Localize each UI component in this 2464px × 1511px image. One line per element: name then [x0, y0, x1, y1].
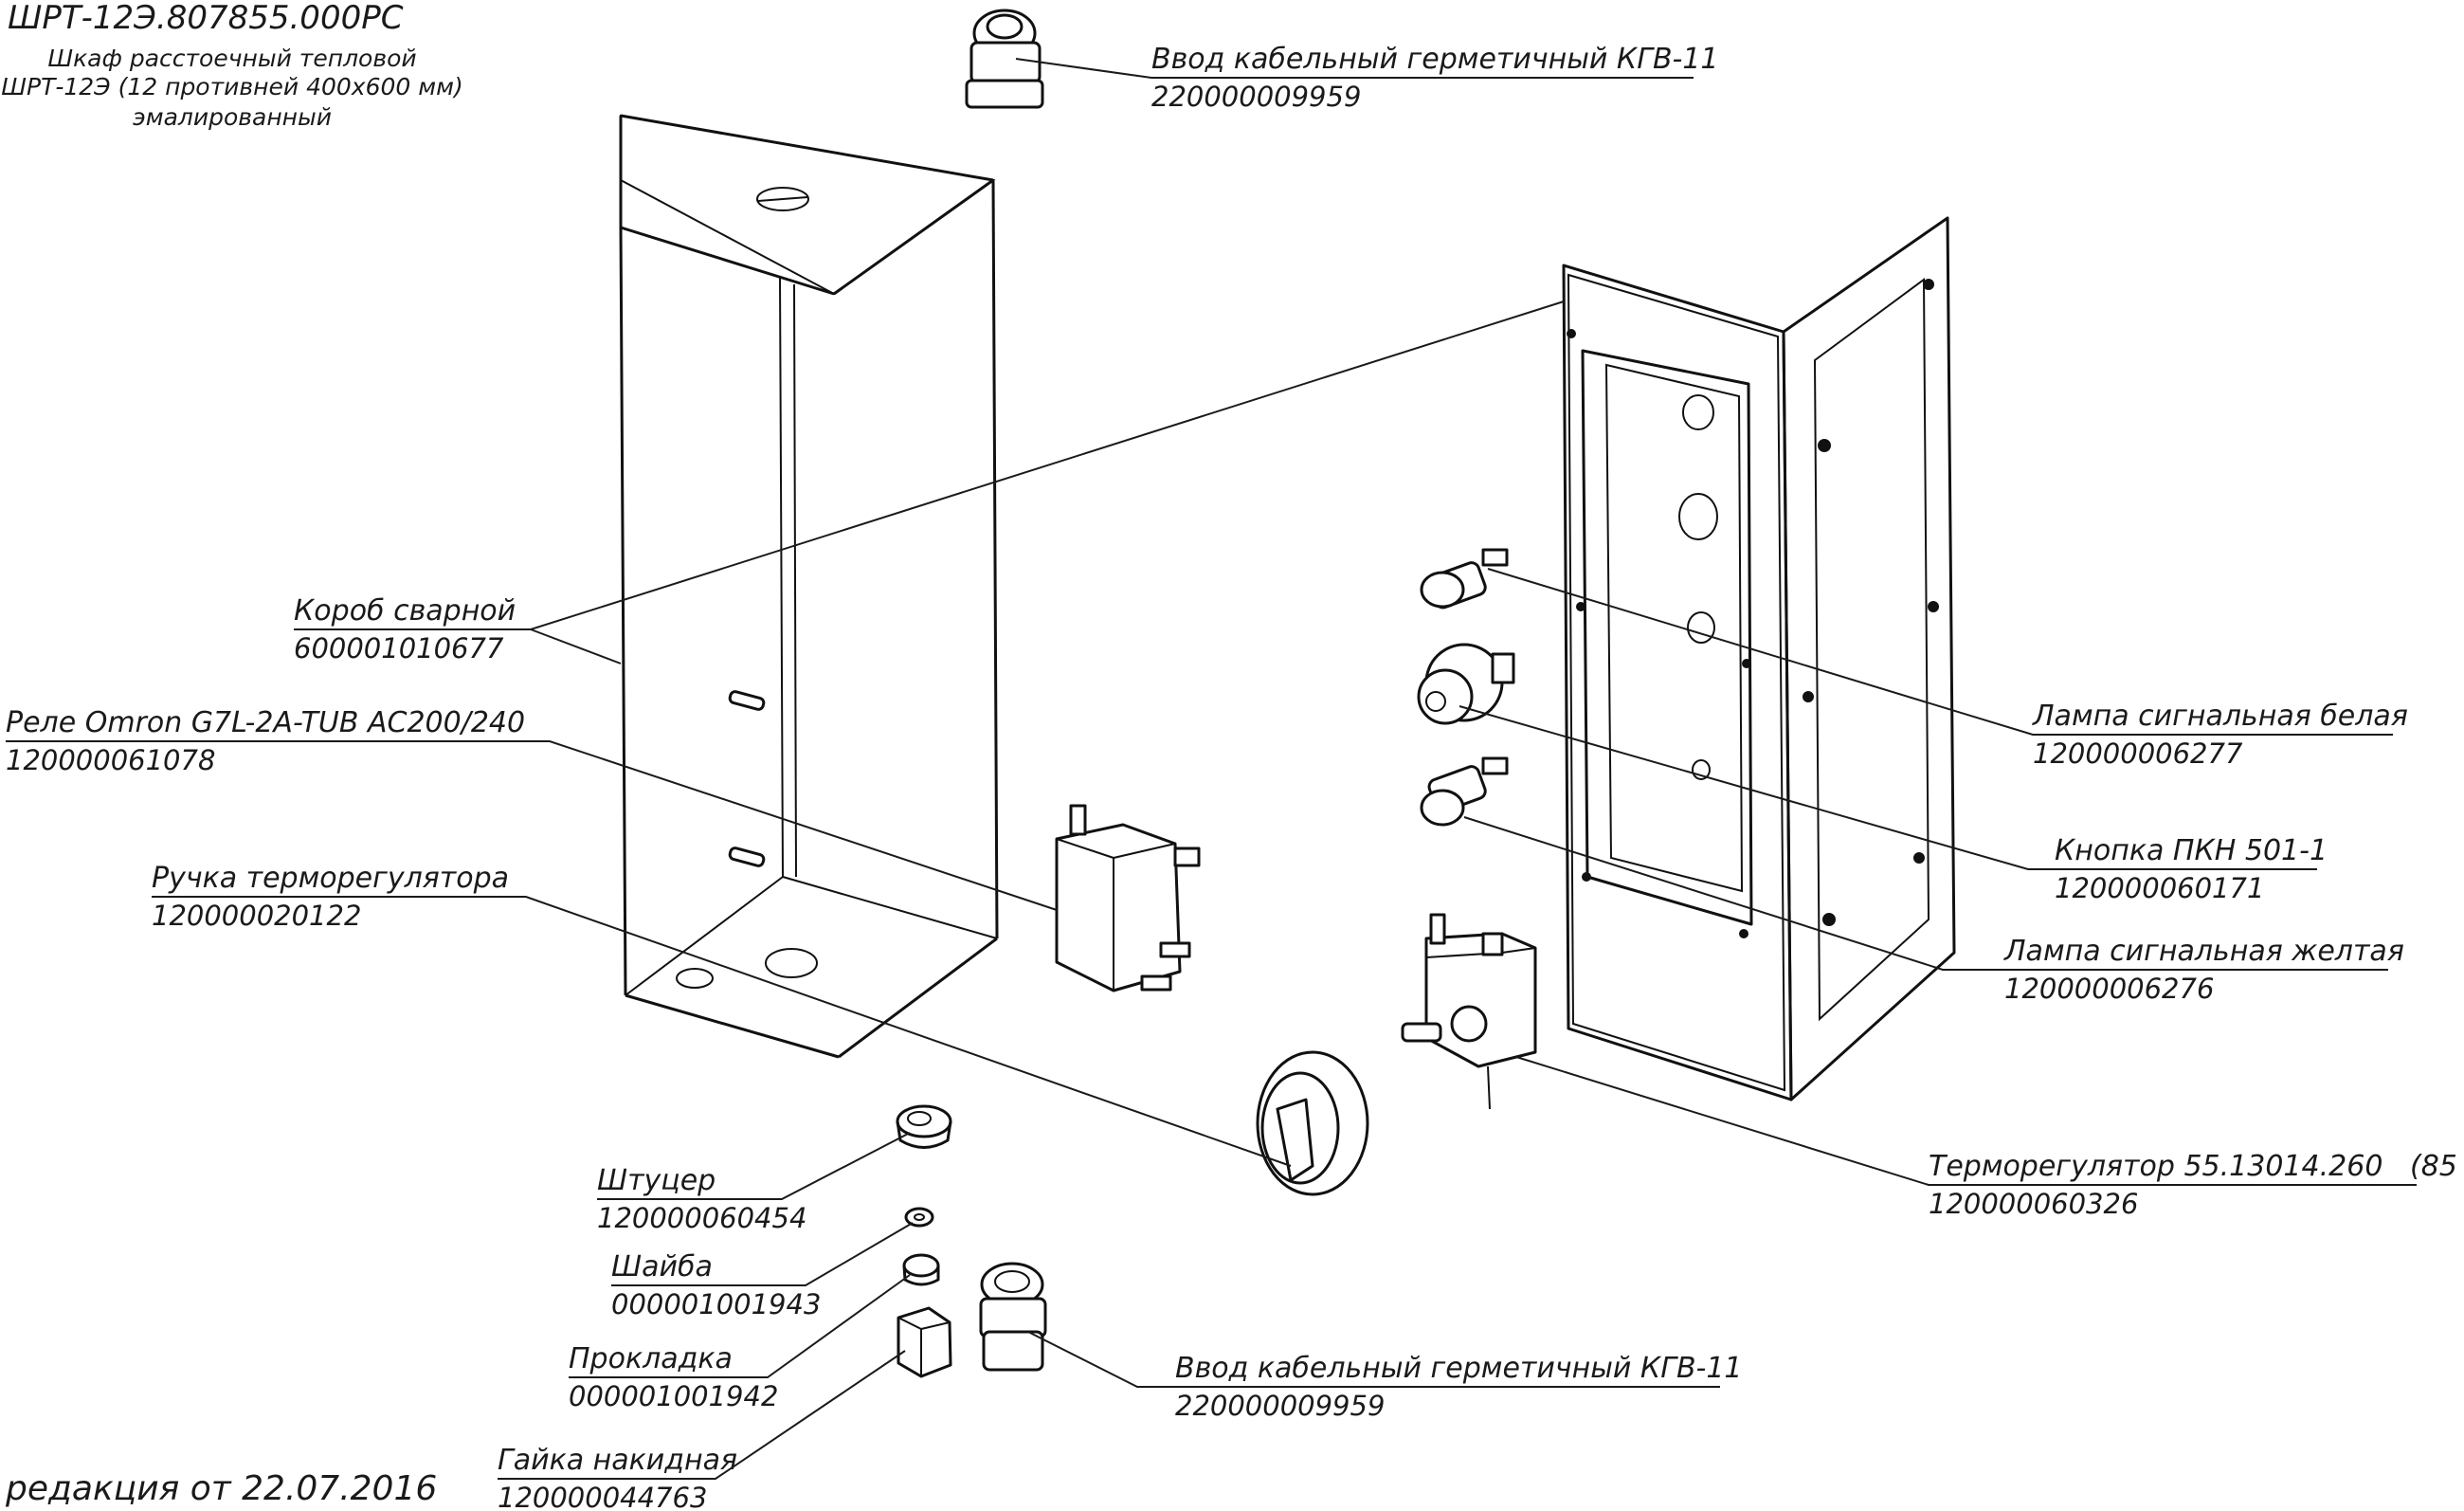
union-nut-part	[897, 1306, 952, 1378]
callout-lamp-white-name: Лампа сигнальная белая	[2032, 700, 2408, 733]
control-panel-part	[1562, 216, 1956, 1101]
button-part	[1417, 643, 1515, 725]
revision-note: редакция от 22.07.2016	[5, 1469, 437, 1508]
callout-nut-name: Гайка накидная	[498, 1444, 737, 1477]
callout-button-name: Кнопка ПКН 501-1	[2055, 834, 2328, 867]
relay-part	[1055, 804, 1201, 992]
thermostat-knob-part	[1256, 1050, 1369, 1196]
callout-lamp-yellow: Лампа сигнальная желтая 120000006276	[2003, 935, 2404, 1005]
callout-gasket-name: Прокладка	[569, 1342, 733, 1375]
callout-knob-code: 120000020122	[152, 900, 361, 932]
callout-box-code: 600001010677	[294, 632, 504, 664]
welded-box-part	[619, 114, 999, 1059]
callout-lamp-white: Лампа сигнальная белая 120000006277	[2032, 700, 2408, 770]
callout-cable-top-name: Ввод кабельный герметичный КГВ-11	[1151, 43, 1719, 76]
callout-relay: Реле Omron G7L-2A-TUB AC200/240 12000006…	[6, 706, 525, 776]
callout-gasket-code: 000001001942	[569, 1380, 778, 1412]
callout-box-name: Короб сварной	[294, 594, 516, 628]
callout-lamp-white-code: 120000006277	[2033, 737, 2243, 770]
callout-gasket: Прокладка 000001001942	[569, 1342, 778, 1412]
callout-cable-bottom-name: Ввод кабельный герметичный КГВ-11	[1175, 1352, 1743, 1385]
callout-cable-bottom: Ввод кабельный герметичный КГВ-11 220000…	[1175, 1352, 1743, 1422]
title-line-1: Шкаф расстоечный тепловой	[47, 45, 416, 72]
callout-thermostat-name: Терморегулятор 55.13014.260 (85 С)	[1929, 1150, 2464, 1183]
gasket-part	[902, 1253, 940, 1286]
callout-knob-name: Ручка терморегулятора	[152, 862, 509, 895]
callout-box: Короб сварной 600001010677	[294, 594, 516, 664]
callout-thermostat: Терморегулятор 55.13014.260 (85 С) 12000…	[1929, 1150, 2464, 1220]
callout-washer: Шайба 000001001943	[611, 1250, 821, 1320]
callout-cable-top-code: 220000009959	[1151, 81, 1361, 113]
callout-button-code: 120000060171	[2055, 872, 2264, 904]
callout-fitting-name: Штуцер	[597, 1164, 716, 1197]
washer-part	[904, 1207, 934, 1228]
title-line-3: эмалированный	[133, 103, 332, 131]
doc-code: ШРТ-12Э.807855.000РС	[8, 0, 404, 37]
callout-lamp-yellow-name: Лампа сигнальная желтая	[2003, 935, 2404, 968]
callout-relay-code: 120000061078	[6, 744, 215, 776]
cable-gland-top-part	[965, 9, 1044, 109]
callout-fitting: Штуцер 120000060454	[597, 1164, 806, 1234]
callout-button: Кнопка ПКН 501-1 120000060171	[2055, 834, 2328, 904]
lamp-white-part	[1420, 548, 1509, 610]
thermostat-part	[1401, 913, 1537, 1110]
callout-nut: Гайка накидная 120000044763	[498, 1444, 737, 1511]
lamp-yellow-part	[1420, 756, 1509, 827]
callout-knob: Ручка терморегулятора 120000020122	[152, 862, 509, 932]
cable-gland-bottom-part	[979, 1262, 1047, 1372]
callout-fitting-code: 120000060454	[597, 1202, 806, 1234]
leader-lines	[6, 58, 2417, 1480]
callout-nut-code: 120000044763	[498, 1482, 707, 1511]
callout-washer-code: 000001001943	[611, 1288, 821, 1320]
callout-cable-top: Ввод кабельный герметичный КГВ-11 220000…	[1151, 43, 1719, 113]
callout-washer-name: Шайба	[611, 1250, 713, 1283]
fitting-part	[896, 1104, 952, 1149]
callout-relay-name: Реле Omron G7L-2A-TUB AC200/240	[6, 706, 525, 739]
title-block: ШРТ-12Э.807855.000РС Шкаф расстоечный те…	[1, 0, 462, 131]
title-line-2: ШРТ-12Э (12 противней 400х600 мм)	[1, 73, 462, 100]
callout-cable-bottom-code: 220000009959	[1175, 1390, 1385, 1422]
callout-thermostat-code: 120000060326	[1929, 1188, 2138, 1220]
callout-lamp-yellow-code: 120000006276	[2004, 973, 2214, 1005]
